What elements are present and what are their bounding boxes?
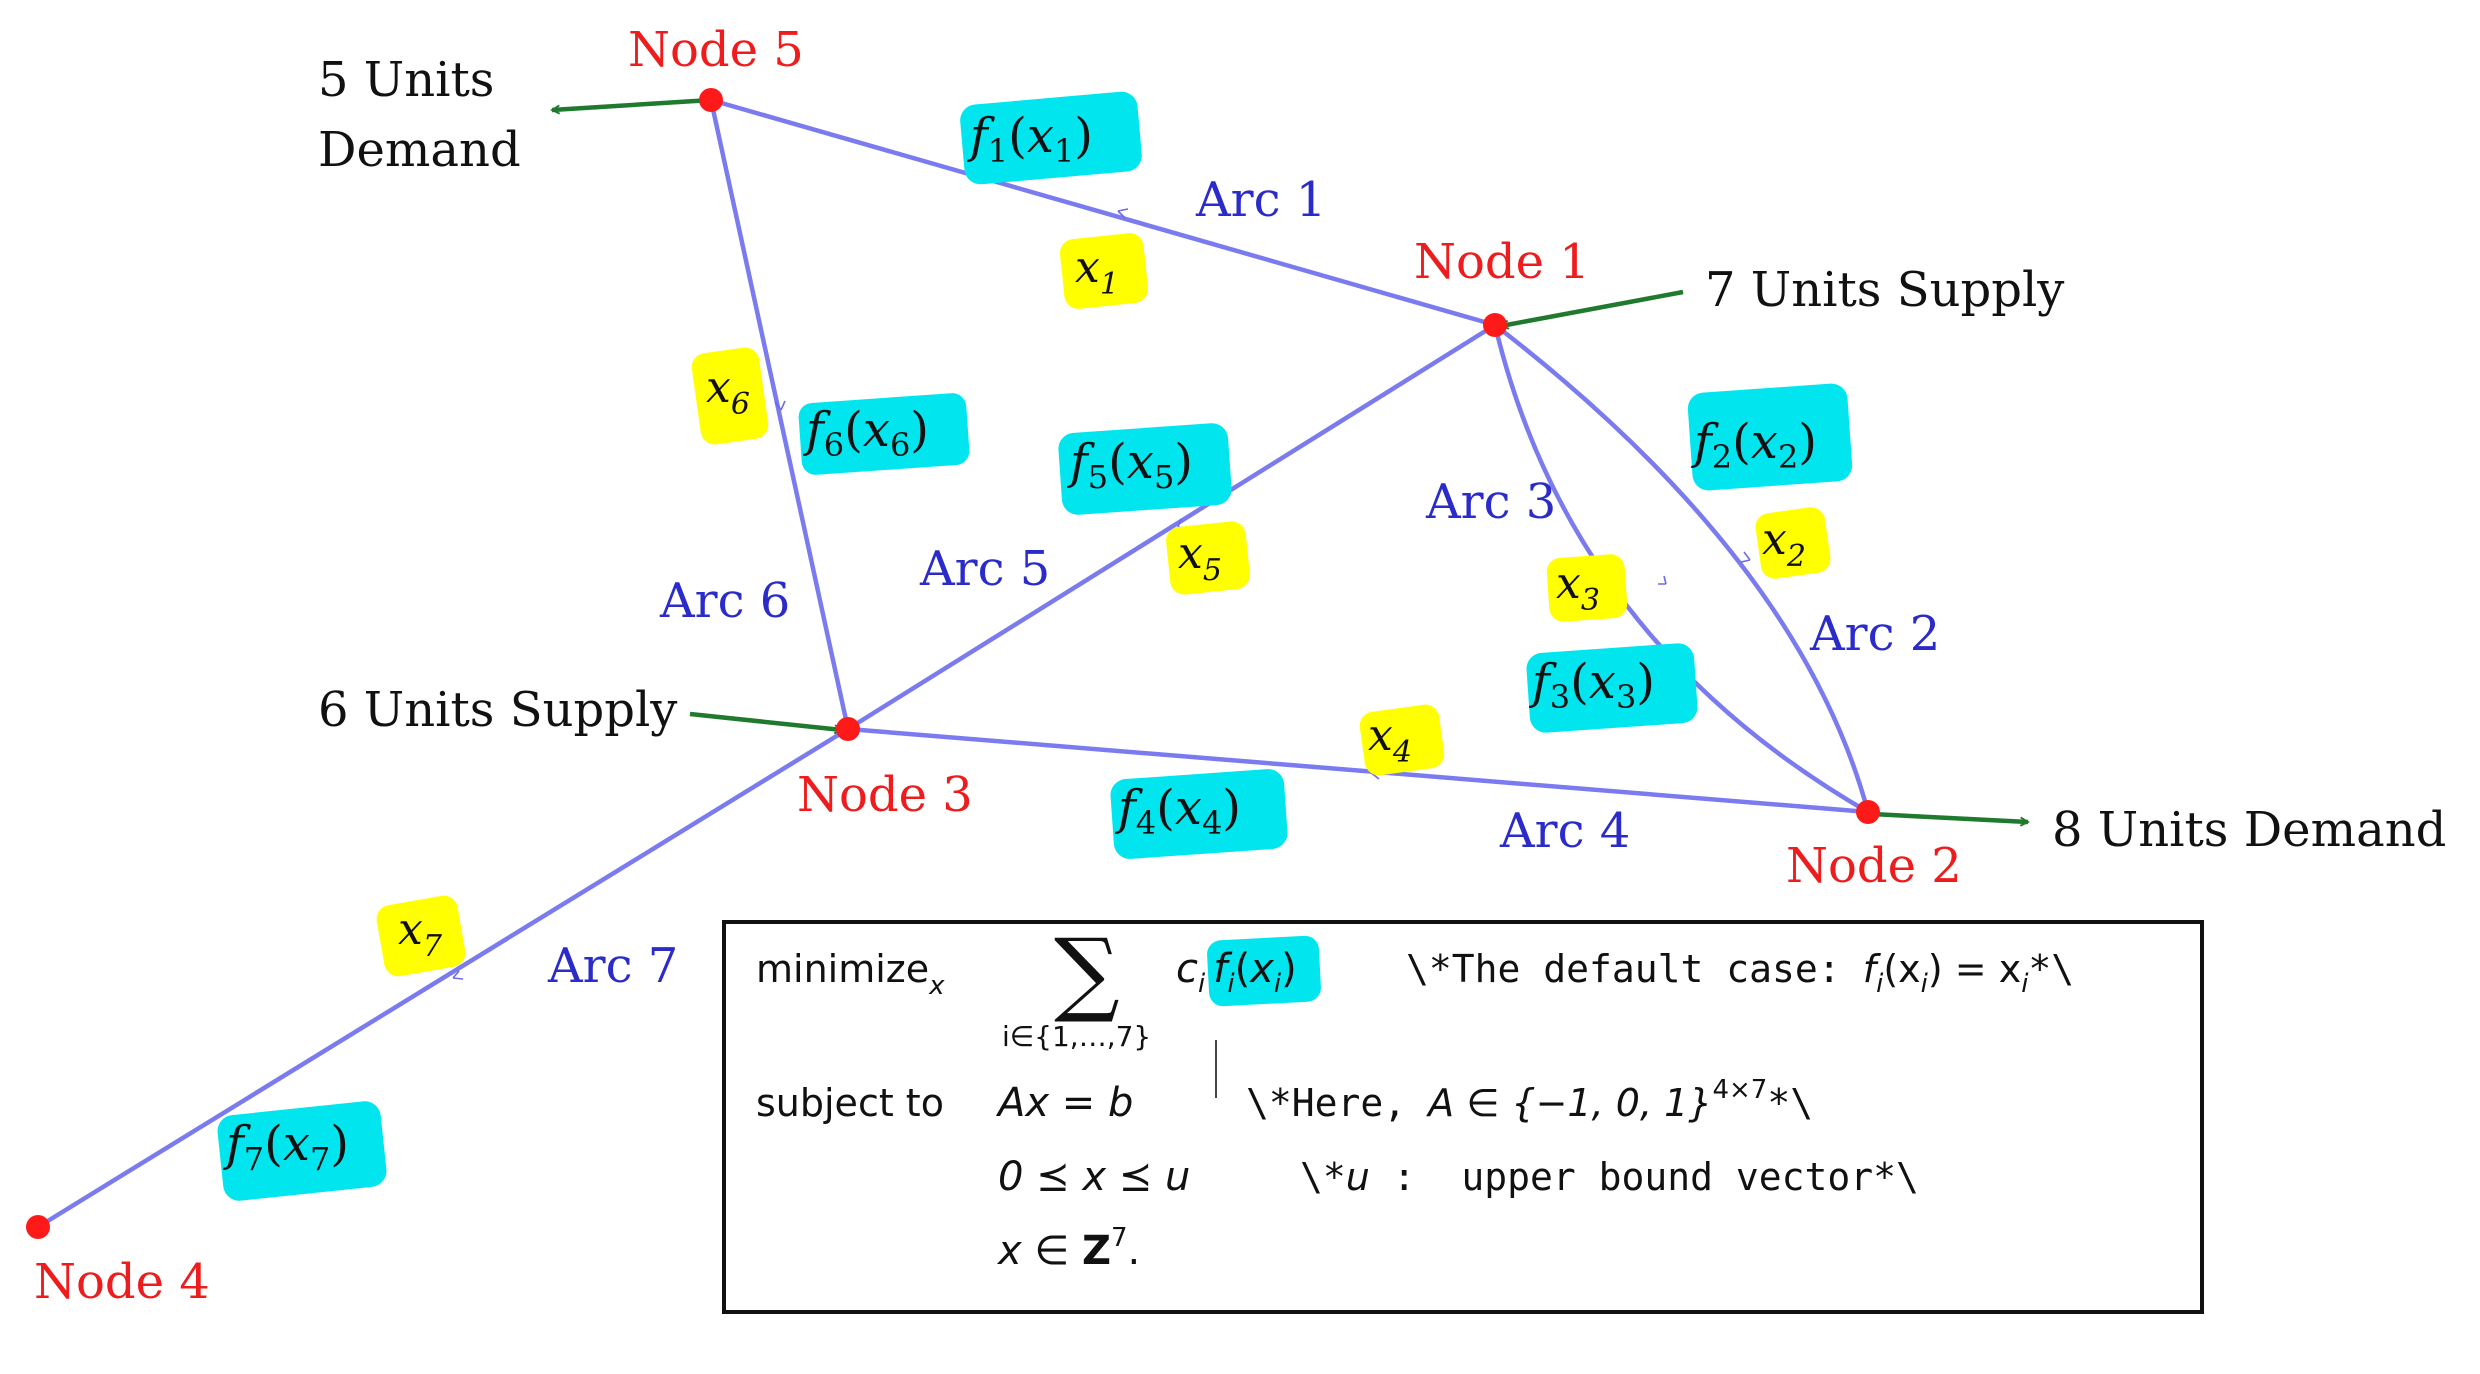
x5-label: x5 — [1178, 528, 1222, 588]
node-1-dot — [1483, 313, 1507, 337]
highlight-f5 — [1058, 423, 1232, 515]
highlight-f3 — [1526, 643, 1698, 733]
sum-index: i∈{1,…,7} — [1002, 1020, 1151, 1053]
arc-7-label: Arc 7 — [547, 938, 678, 994]
flow-variable-labels: x1 x2 x3 x4 x5 x6 x7 — [398, 242, 1806, 964]
x1-label: x1 — [1075, 242, 1119, 302]
constraint-integer: x ∈ Z7. — [996, 1223, 1140, 1274]
f6-label: f6(x6) — [803, 402, 929, 464]
highlight-x1 — [1059, 233, 1149, 309]
f2-label: f2(x2) — [1691, 414, 1817, 476]
arc-3-direction-icon — [1658, 575, 1667, 585]
arc-6-label: Arc 6 — [659, 573, 790, 629]
arc-2-line — [1492, 322, 1871, 815]
highlight-objective-f — [1207, 935, 1321, 1007]
arc-4-line — [845, 726, 1871, 815]
supply-demand-arrows — [552, 97, 2028, 822]
node-3-label: Node 3 — [797, 767, 973, 823]
arc-6-direction-icon — [774, 400, 786, 411]
nodes — [26, 88, 1880, 1239]
f1-label: f1(x1) — [967, 108, 1093, 170]
formulation-border — [722, 920, 2204, 1314]
highlight-f6 — [798, 393, 970, 475]
arc-7-line — [35, 726, 851, 1230]
minimize-label: minimizex — [756, 947, 945, 1001]
default-case-comment: \*The default case:fi(xi) = xi*\ — [1406, 947, 2074, 999]
x7-label: x7 — [398, 904, 443, 964]
arc-5-line — [845, 322, 1498, 732]
arc-2-label: Arc 2 — [1809, 606, 1940, 662]
node-2-label: Node 2 — [1786, 838, 1962, 894]
node5-demand-label-line2: Demand — [318, 122, 521, 178]
arc-3-label: Arc 3 — [1425, 474, 1556, 530]
constraint-ax-b: Ax = b — [995, 1080, 1133, 1126]
node5-demand-arrow — [552, 97, 712, 110]
node2-demand-arrow — [1871, 811, 2028, 822]
f4-label: f4(x4) — [1115, 780, 1241, 842]
subject-to-label: subject to — [756, 1081, 944, 1125]
node1-supply-arrow — [1501, 289, 1684, 326]
arc-5-label: Arc 5 — [919, 541, 1050, 597]
arc-6-line — [708, 97, 851, 732]
highlight-f4 — [1110, 769, 1288, 859]
arc-1-line — [708, 97, 1498, 328]
node-1-label: Node 1 — [1414, 234, 1590, 290]
node-4-label: Node 4 — [34, 1254, 210, 1310]
highlight-x4 — [1359, 704, 1445, 776]
x6-label: x6 — [706, 362, 750, 422]
upper-bound-comment: \*u : upper bound vector*\ — [1300, 1155, 1919, 1199]
node5-demand-label-line1: 5 Units — [318, 52, 494, 108]
node1-supply-label: 7 Units Supply — [1705, 262, 2064, 318]
sum-symbol: ∑ — [1054, 919, 1120, 1026]
node-4-dot — [26, 1215, 50, 1239]
highlight-x3 — [1546, 554, 1628, 622]
arc-1-direction-icon — [1117, 208, 1129, 219]
highlight-f7 — [217, 1101, 387, 1201]
node3-supply-label: 6 Units Supply — [318, 682, 677, 738]
node2-demand-label: 8 Units Demand — [2052, 802, 2446, 858]
node-3-dot — [836, 717, 860, 741]
node3-supply-arrow — [689, 711, 842, 730]
node-5-dot — [699, 88, 723, 112]
highlight-f1 — [960, 91, 1142, 185]
f5-label: f5(x5) — [1067, 434, 1193, 496]
highlight-x7 — [376, 895, 466, 977]
matrix-comment: \*Here,A ∈ {−1, 0, 1}4×7*\ — [1246, 1075, 1813, 1125]
arc-1-label: Arc 1 — [1195, 172, 1326, 228]
arc-2-direction-icon — [1740, 551, 1751, 563]
highlights — [217, 91, 1853, 1201]
x4-label: x4 — [1368, 710, 1412, 770]
f7-label: f7(x7) — [223, 1116, 349, 1178]
constraint-bounds: 0 ⪯ x ⪯ u — [998, 1154, 1190, 1200]
x2-label: x2 — [1762, 514, 1806, 574]
x3-label: x3 — [1556, 558, 1600, 618]
node-labels: Node 1 Node 2 Node 3 Node 4 Node 5 — [34, 22, 1962, 1310]
highlight-x5 — [1166, 521, 1250, 595]
highlight-x6 — [691, 347, 769, 445]
highlight-x2 — [1755, 507, 1831, 579]
cost-function-labels: f1(x1) f2(x2) f3(x3) f4(x4) f5(x5) f6(x6… — [223, 108, 1817, 1178]
arcs — [35, 97, 1871, 1230]
node-2-dot — [1856, 800, 1880, 824]
supply-demand-labels: 5 Units Demand 7 Units Supply 6 Units Su… — [318, 52, 2446, 858]
arc-labels: Arc 1 Arc 2 Arc 3 Arc 4 Arc 5 Arc 6 Arc … — [547, 172, 1940, 994]
arc-4-label: Arc 4 — [1499, 803, 1630, 859]
f3-label: f3(x3) — [1529, 654, 1655, 716]
highlight-f2 — [1687, 383, 1853, 491]
arc-7-direction-icon — [452, 970, 464, 980]
node-5-label: Node 5 — [628, 22, 804, 78]
